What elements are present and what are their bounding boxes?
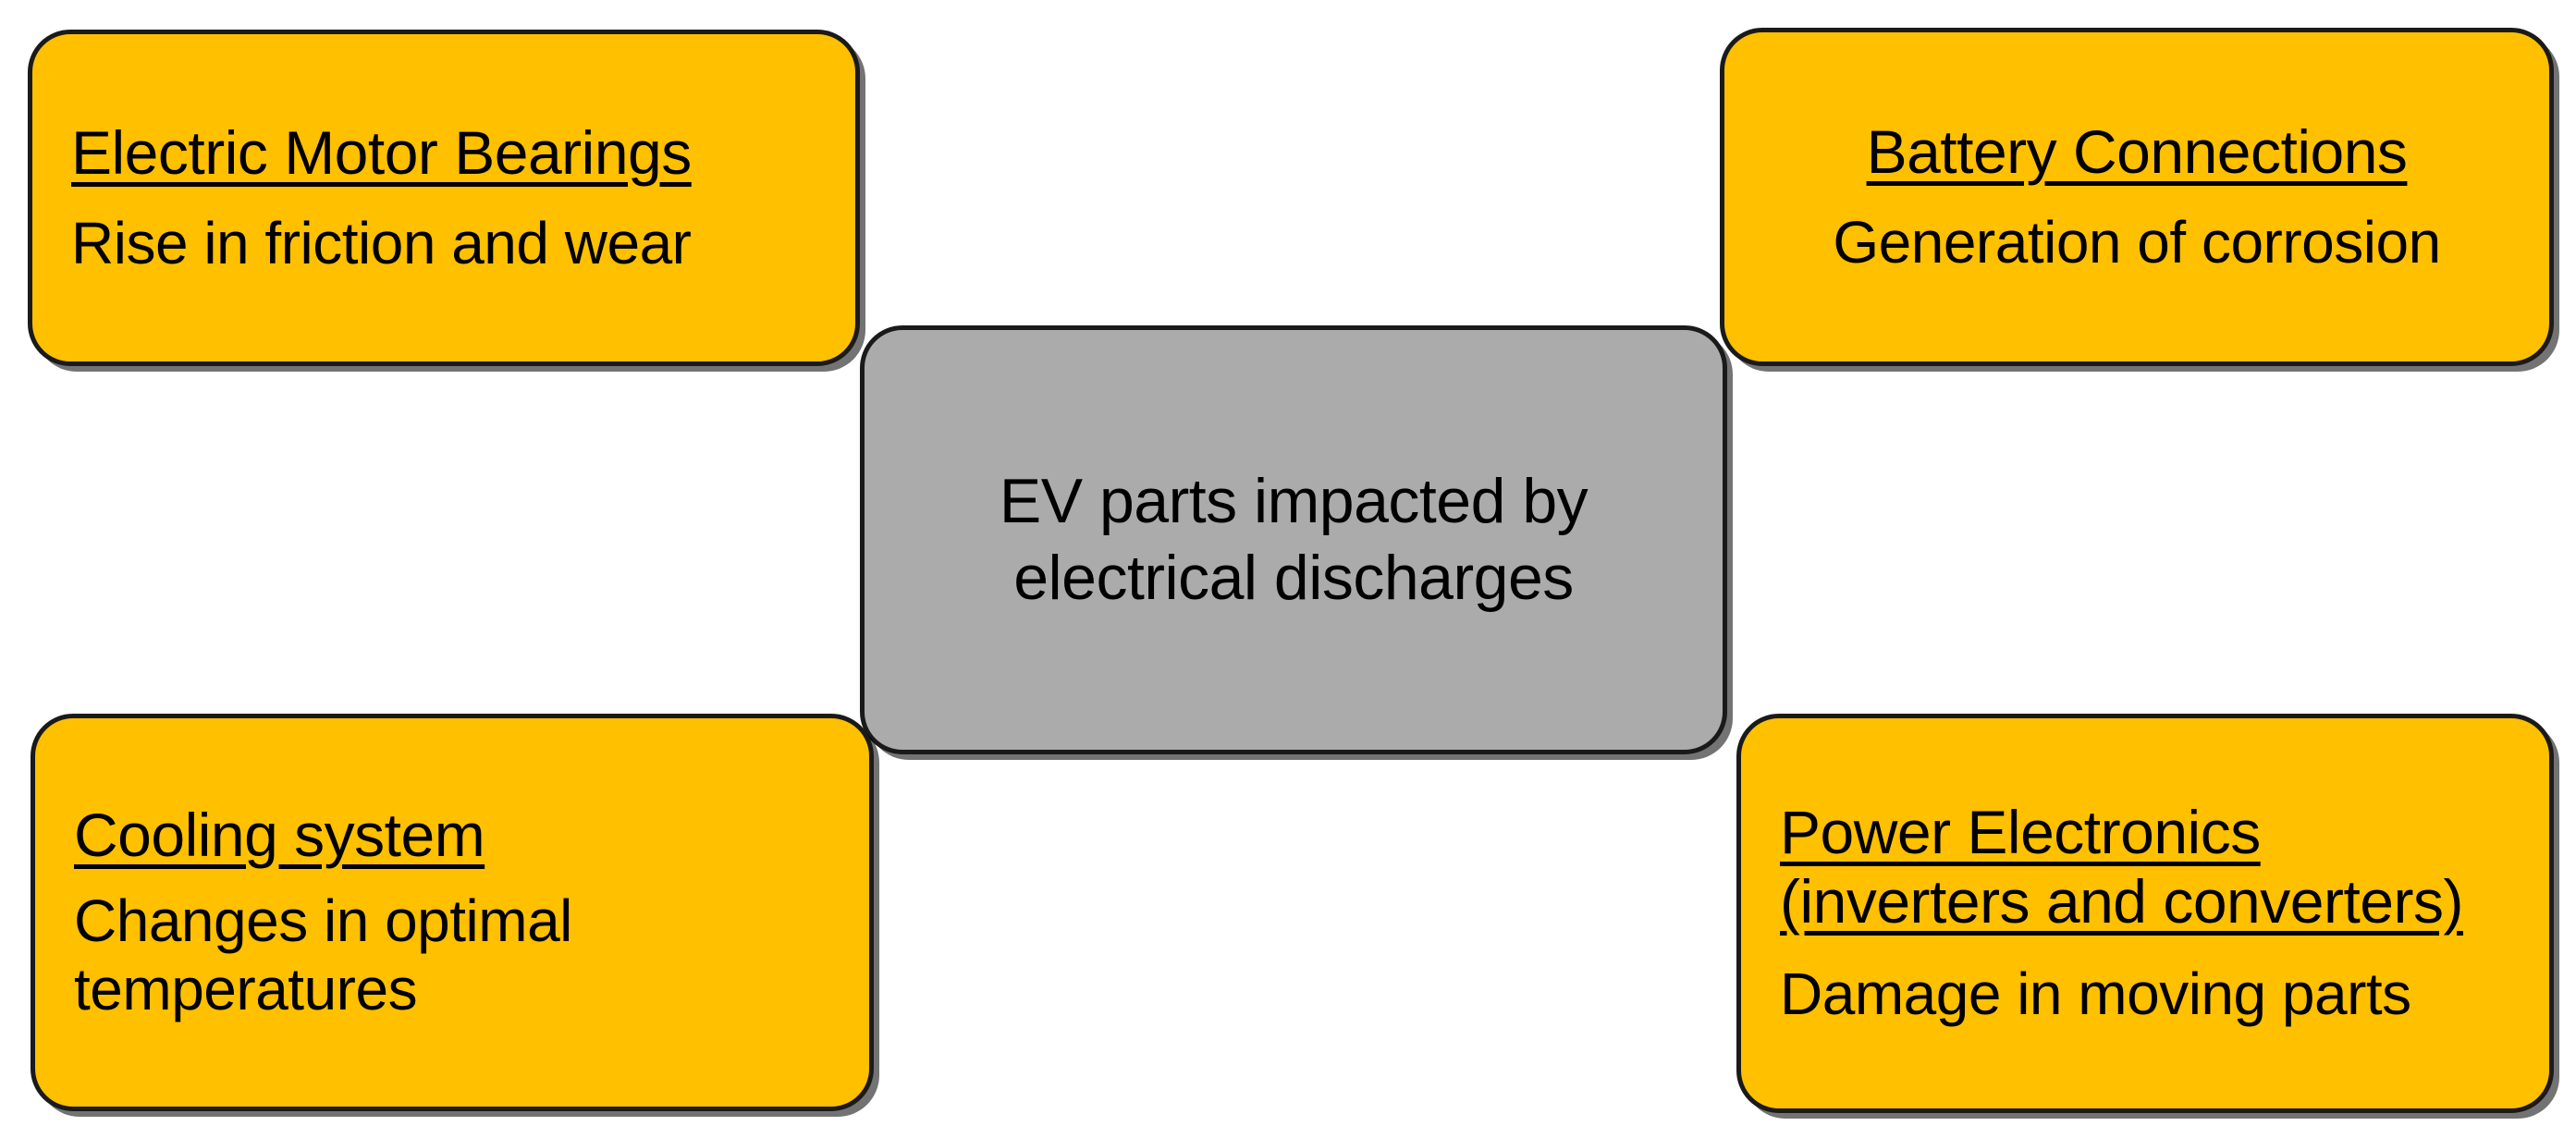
node-title: Electric Motor Bearings [71, 117, 692, 187]
node-content: Cooling system Changes in optimal temper… [74, 801, 830, 1023]
node-content: Power Electronics (inverters and convert… [1780, 798, 2510, 1028]
node-cooling-system[interactable]: Cooling system Changes in optimal temper… [31, 714, 874, 1111]
node-center-topic[interactable]: EV parts impacted by electrical discharg… [860, 325, 1727, 754]
node-description: Rise in friction and wear [71, 210, 692, 277]
node-title: Power Electronics (inverters and convert… [1780, 798, 2463, 936]
node-electric-motor-bearings[interactable]: Electric Motor Bearings Rise in friction… [28, 30, 860, 366]
node-content: Electric Motor Bearings Rise in friction… [71, 118, 816, 278]
node-title: Battery Connections [1866, 116, 2408, 186]
node-battery-connections[interactable]: Battery Connections Generation of corros… [1720, 28, 2554, 366]
node-description: Damage in moving parts [1780, 961, 2411, 1028]
node-description: Generation of corrosion [1833, 209, 2441, 276]
node-power-electronics[interactable]: Power Electronics (inverters and convert… [1736, 714, 2554, 1113]
center-topic-label: EV parts impacted by electrical discharg… [999, 466, 1589, 613]
node-description: Changes in optimal temperatures [74, 887, 572, 1023]
node-content: Battery Connections Generation of corros… [1833, 116, 2441, 277]
node-title: Cooling system [74, 801, 485, 870]
